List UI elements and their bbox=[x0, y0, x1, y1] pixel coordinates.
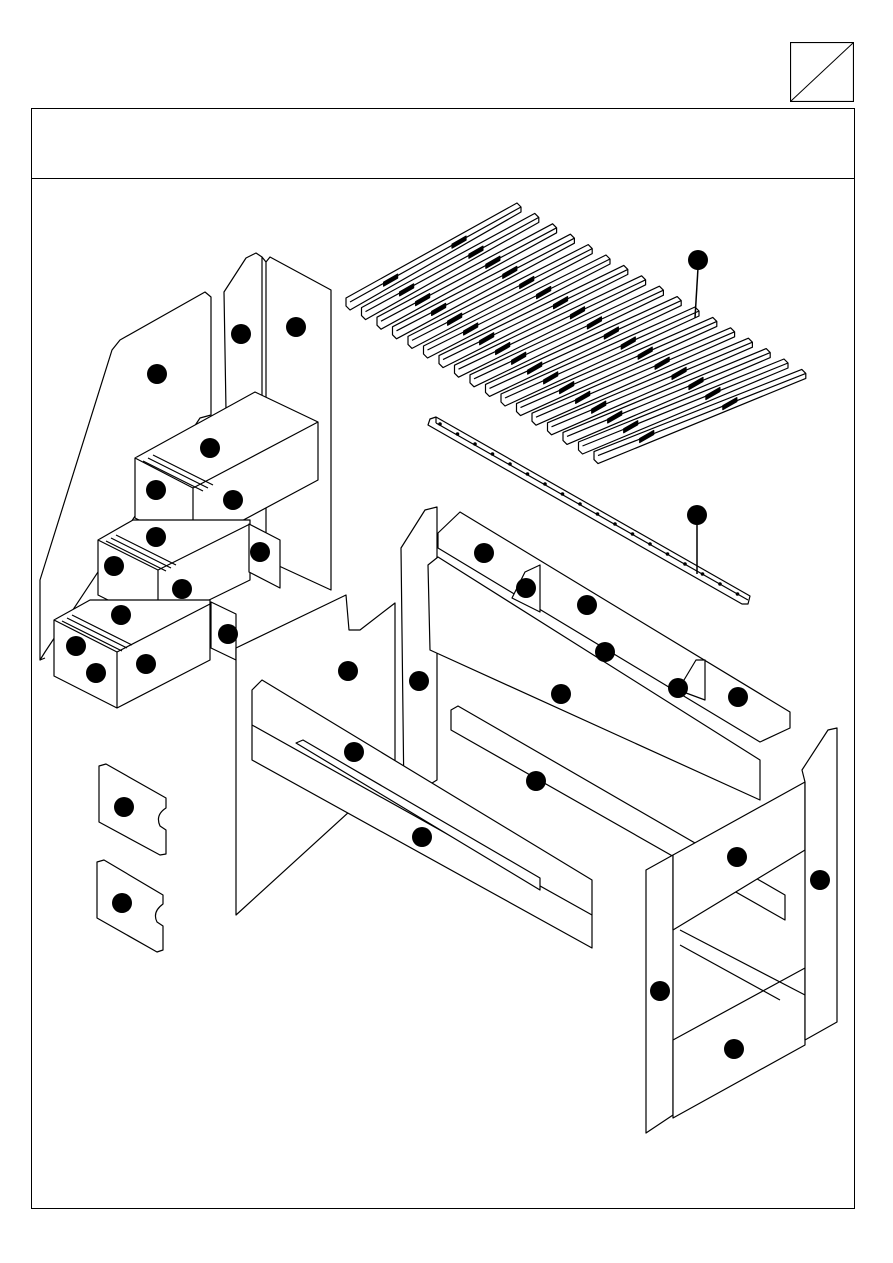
part-callout-dot bbox=[146, 480, 166, 500]
bed-rear-panel bbox=[401, 507, 437, 800]
part-callout-dot bbox=[810, 870, 830, 890]
part-callout-dot bbox=[409, 671, 429, 691]
part-callout-dot bbox=[286, 317, 306, 337]
part-callout-dot bbox=[231, 324, 251, 344]
rail-hole bbox=[648, 542, 652, 546]
part-callout-dot bbox=[172, 579, 192, 599]
part-callout-dot bbox=[526, 771, 546, 791]
part-callout-dot bbox=[338, 661, 358, 681]
rail-hole bbox=[491, 452, 495, 456]
part-callout-dot bbox=[218, 624, 238, 644]
rail-hole bbox=[596, 512, 600, 516]
rail-hole bbox=[666, 552, 670, 556]
part-callout-dot bbox=[474, 543, 494, 563]
slats bbox=[346, 203, 806, 464]
rail-hole bbox=[718, 582, 722, 586]
part-callout-dot bbox=[344, 742, 364, 762]
part-callout-dot bbox=[223, 490, 243, 510]
rail-hole bbox=[736, 592, 740, 596]
part-callout-dot bbox=[136, 654, 156, 674]
rail-hole bbox=[578, 502, 582, 506]
part-callout-dot bbox=[727, 847, 747, 867]
rail-hole bbox=[456, 432, 460, 436]
part-callout-dot bbox=[147, 364, 167, 384]
rail-hole bbox=[526, 472, 530, 476]
loose-drawer-fronts bbox=[97, 764, 166, 952]
rail-hole bbox=[543, 482, 547, 486]
part-callout-dot bbox=[114, 797, 134, 817]
rail-hole bbox=[701, 572, 705, 576]
part-callout-dot bbox=[112, 893, 132, 913]
part-callout-dot bbox=[687, 505, 707, 525]
part-callout-dot bbox=[412, 827, 432, 847]
part-callout-dot bbox=[595, 642, 615, 662]
rail-hole bbox=[683, 562, 687, 566]
rail-hole bbox=[613, 522, 617, 526]
part-callout-dot bbox=[250, 542, 270, 562]
part-callout-dot bbox=[688, 250, 708, 270]
rail-hole bbox=[508, 462, 512, 466]
part-callout-dot bbox=[728, 687, 748, 707]
part-callout-dot bbox=[200, 438, 220, 458]
part-callout-dot bbox=[650, 981, 670, 1001]
part-callout-dot bbox=[516, 578, 536, 598]
rail-hole bbox=[438, 422, 442, 426]
part-callout-dot bbox=[111, 605, 131, 625]
part-callout-dot bbox=[66, 636, 86, 656]
rail-hole bbox=[561, 492, 565, 496]
part-callout-dot bbox=[724, 1039, 744, 1059]
part-callout-dot bbox=[668, 678, 688, 698]
rail-hole bbox=[631, 532, 635, 536]
part-callout-dot bbox=[577, 595, 597, 615]
part-callout-dot bbox=[146, 527, 166, 547]
part-callout-dot bbox=[104, 556, 124, 576]
rail-hole bbox=[473, 442, 477, 446]
part-callout-dot bbox=[551, 684, 571, 704]
part-callout-dot bbox=[86, 663, 106, 683]
